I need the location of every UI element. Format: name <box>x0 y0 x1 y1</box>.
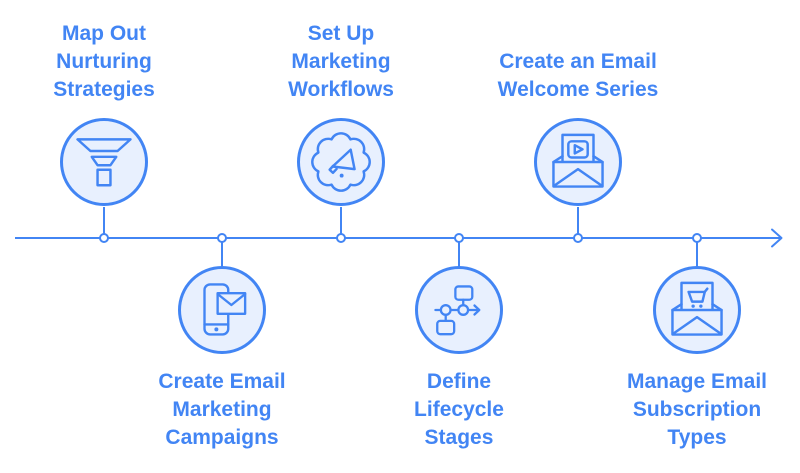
timeline-dot <box>573 233 583 243</box>
flowchart-icon <box>434 285 481 336</box>
gear-megaphone-icon <box>311 132 371 192</box>
timeline-dot <box>692 233 702 243</box>
timeline-dot <box>336 233 346 243</box>
timeline-dot <box>217 233 227 243</box>
step-circle <box>653 266 741 354</box>
step-circle <box>297 118 385 206</box>
step-label: Map Out Nurturing Strategies <box>53 22 155 101</box>
step-circle <box>415 266 503 354</box>
timeline-dot <box>99 233 109 243</box>
envelope-video-icon <box>552 133 604 188</box>
step-label: Manage Email Subscription Types <box>626 370 768 449</box>
phone-email-icon <box>203 283 247 336</box>
step-label: Set Up Marketing Workflows <box>288 22 394 101</box>
timeline-dot <box>454 233 464 243</box>
step-circle <box>178 266 266 354</box>
step-circle <box>534 118 622 206</box>
step-label: Create an Email Welcome Series <box>497 50 659 101</box>
funnel-icon <box>76 138 132 187</box>
step-label: Create Email Marketing Campaigns <box>158 370 286 449</box>
arrowhead-icon <box>771 228 783 248</box>
step-circle <box>60 118 148 206</box>
envelope-cart-icon <box>671 281 723 336</box>
step-label: Define Lifecycle Stages <box>414 370 504 449</box>
